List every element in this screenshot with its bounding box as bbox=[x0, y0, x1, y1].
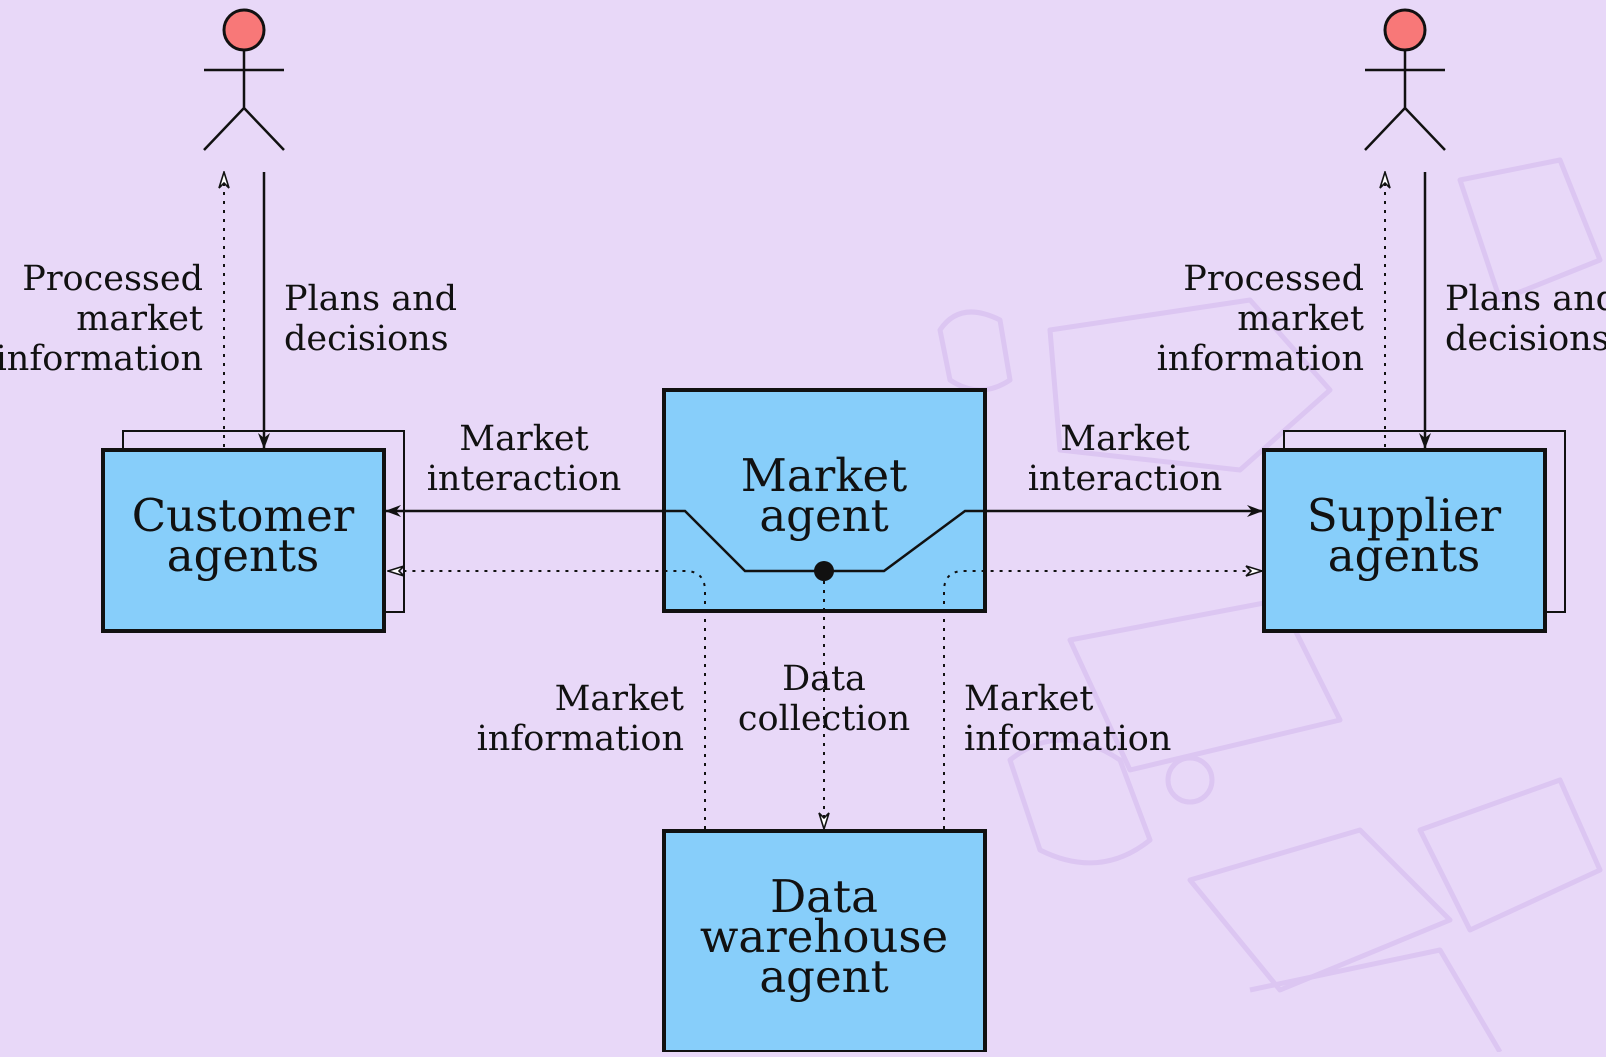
left-interaction-line1: Market bbox=[459, 419, 588, 459]
right-processed-line1: Processed bbox=[1183, 259, 1364, 299]
left-info-line1: Market bbox=[555, 679, 684, 719]
customer-actor-icon bbox=[203, 8, 285, 151]
right-interaction-line1: Market bbox=[1060, 419, 1189, 459]
left-plans-label: Plans and decisions bbox=[284, 279, 457, 359]
left-market-information-line bbox=[388, 571, 706, 829]
right-interaction-line2: interaction bbox=[1028, 459, 1223, 499]
right-market-information-line bbox=[943, 571, 1262, 829]
customer-actor-head bbox=[222, 8, 266, 52]
right-info-line2: information bbox=[964, 719, 1171, 759]
left-market-info-label: Market information bbox=[477, 679, 684, 759]
left-processed-line2: market bbox=[76, 299, 203, 339]
supplier-agents-label-2: agents bbox=[1328, 529, 1480, 582]
data-warehouse-agent-box[interactable]: Data warehouse agent bbox=[662, 829, 987, 1054]
data-collection-label: Data collection bbox=[738, 659, 910, 739]
supplier-actor-icon bbox=[1364, 8, 1446, 151]
left-processed-line3: information bbox=[0, 339, 203, 379]
data-warehouse-label-1: Data bbox=[770, 870, 878, 923]
right-processed-line3: information bbox=[1157, 339, 1364, 379]
market-agent-label-1: Market bbox=[741, 449, 907, 502]
market-to-supplier-interaction-arrow bbox=[824, 505, 1263, 573]
market-agent-label-2: agent bbox=[759, 489, 888, 542]
right-info-line1: Market bbox=[964, 679, 1093, 719]
data-warehouse-label-2: warehouse bbox=[700, 910, 948, 963]
supplier-actor-head bbox=[1383, 8, 1427, 52]
right-plans-line1: Plans and bbox=[1445, 279, 1606, 319]
customer-agents-stack bbox=[122, 430, 405, 613]
left-info-line2: information bbox=[477, 719, 684, 759]
left-processed-line1: Processed bbox=[22, 259, 203, 299]
data-collection-line1: Data bbox=[782, 659, 866, 699]
right-processed-line2: market bbox=[1237, 299, 1364, 339]
data-warehouse-label-3: agent bbox=[759, 950, 888, 1003]
supplier-agents-label-1: Supplier bbox=[1307, 489, 1502, 542]
right-plans-label: Plans and decisions bbox=[1445, 279, 1606, 359]
left-interaction-label: Market interaction bbox=[427, 419, 622, 499]
supplier-agents-box[interactable]: Supplier agents bbox=[1262, 448, 1547, 633]
right-plans-line2: decisions bbox=[1445, 319, 1606, 359]
right-market-info-label: Market information bbox=[964, 679, 1171, 759]
background-artwork bbox=[937, 157, 1603, 1054]
market-junction-dot bbox=[814, 561, 834, 581]
market-to-customer-interaction-arrow bbox=[385, 505, 824, 573]
left-plans-line2: decisions bbox=[284, 319, 449, 359]
market-agent-box[interactable]: Market agent bbox=[662, 388, 987, 613]
left-interaction-line2: interaction bbox=[427, 459, 622, 499]
left-processed-info-label: Processed market information bbox=[0, 259, 203, 379]
data-collection-line2: collection bbox=[738, 699, 910, 739]
left-plans-line1: Plans and bbox=[284, 279, 457, 319]
customer-agents-box[interactable]: Customer agents bbox=[101, 448, 386, 633]
customer-agents-label-1: Customer bbox=[132, 489, 355, 542]
right-interaction-label: Market interaction bbox=[1028, 419, 1223, 499]
supplier-agents-stack bbox=[1283, 430, 1566, 613]
customer-agents-label-2: agents bbox=[167, 529, 319, 582]
right-processed-info-label: Processed market information bbox=[1157, 259, 1364, 379]
